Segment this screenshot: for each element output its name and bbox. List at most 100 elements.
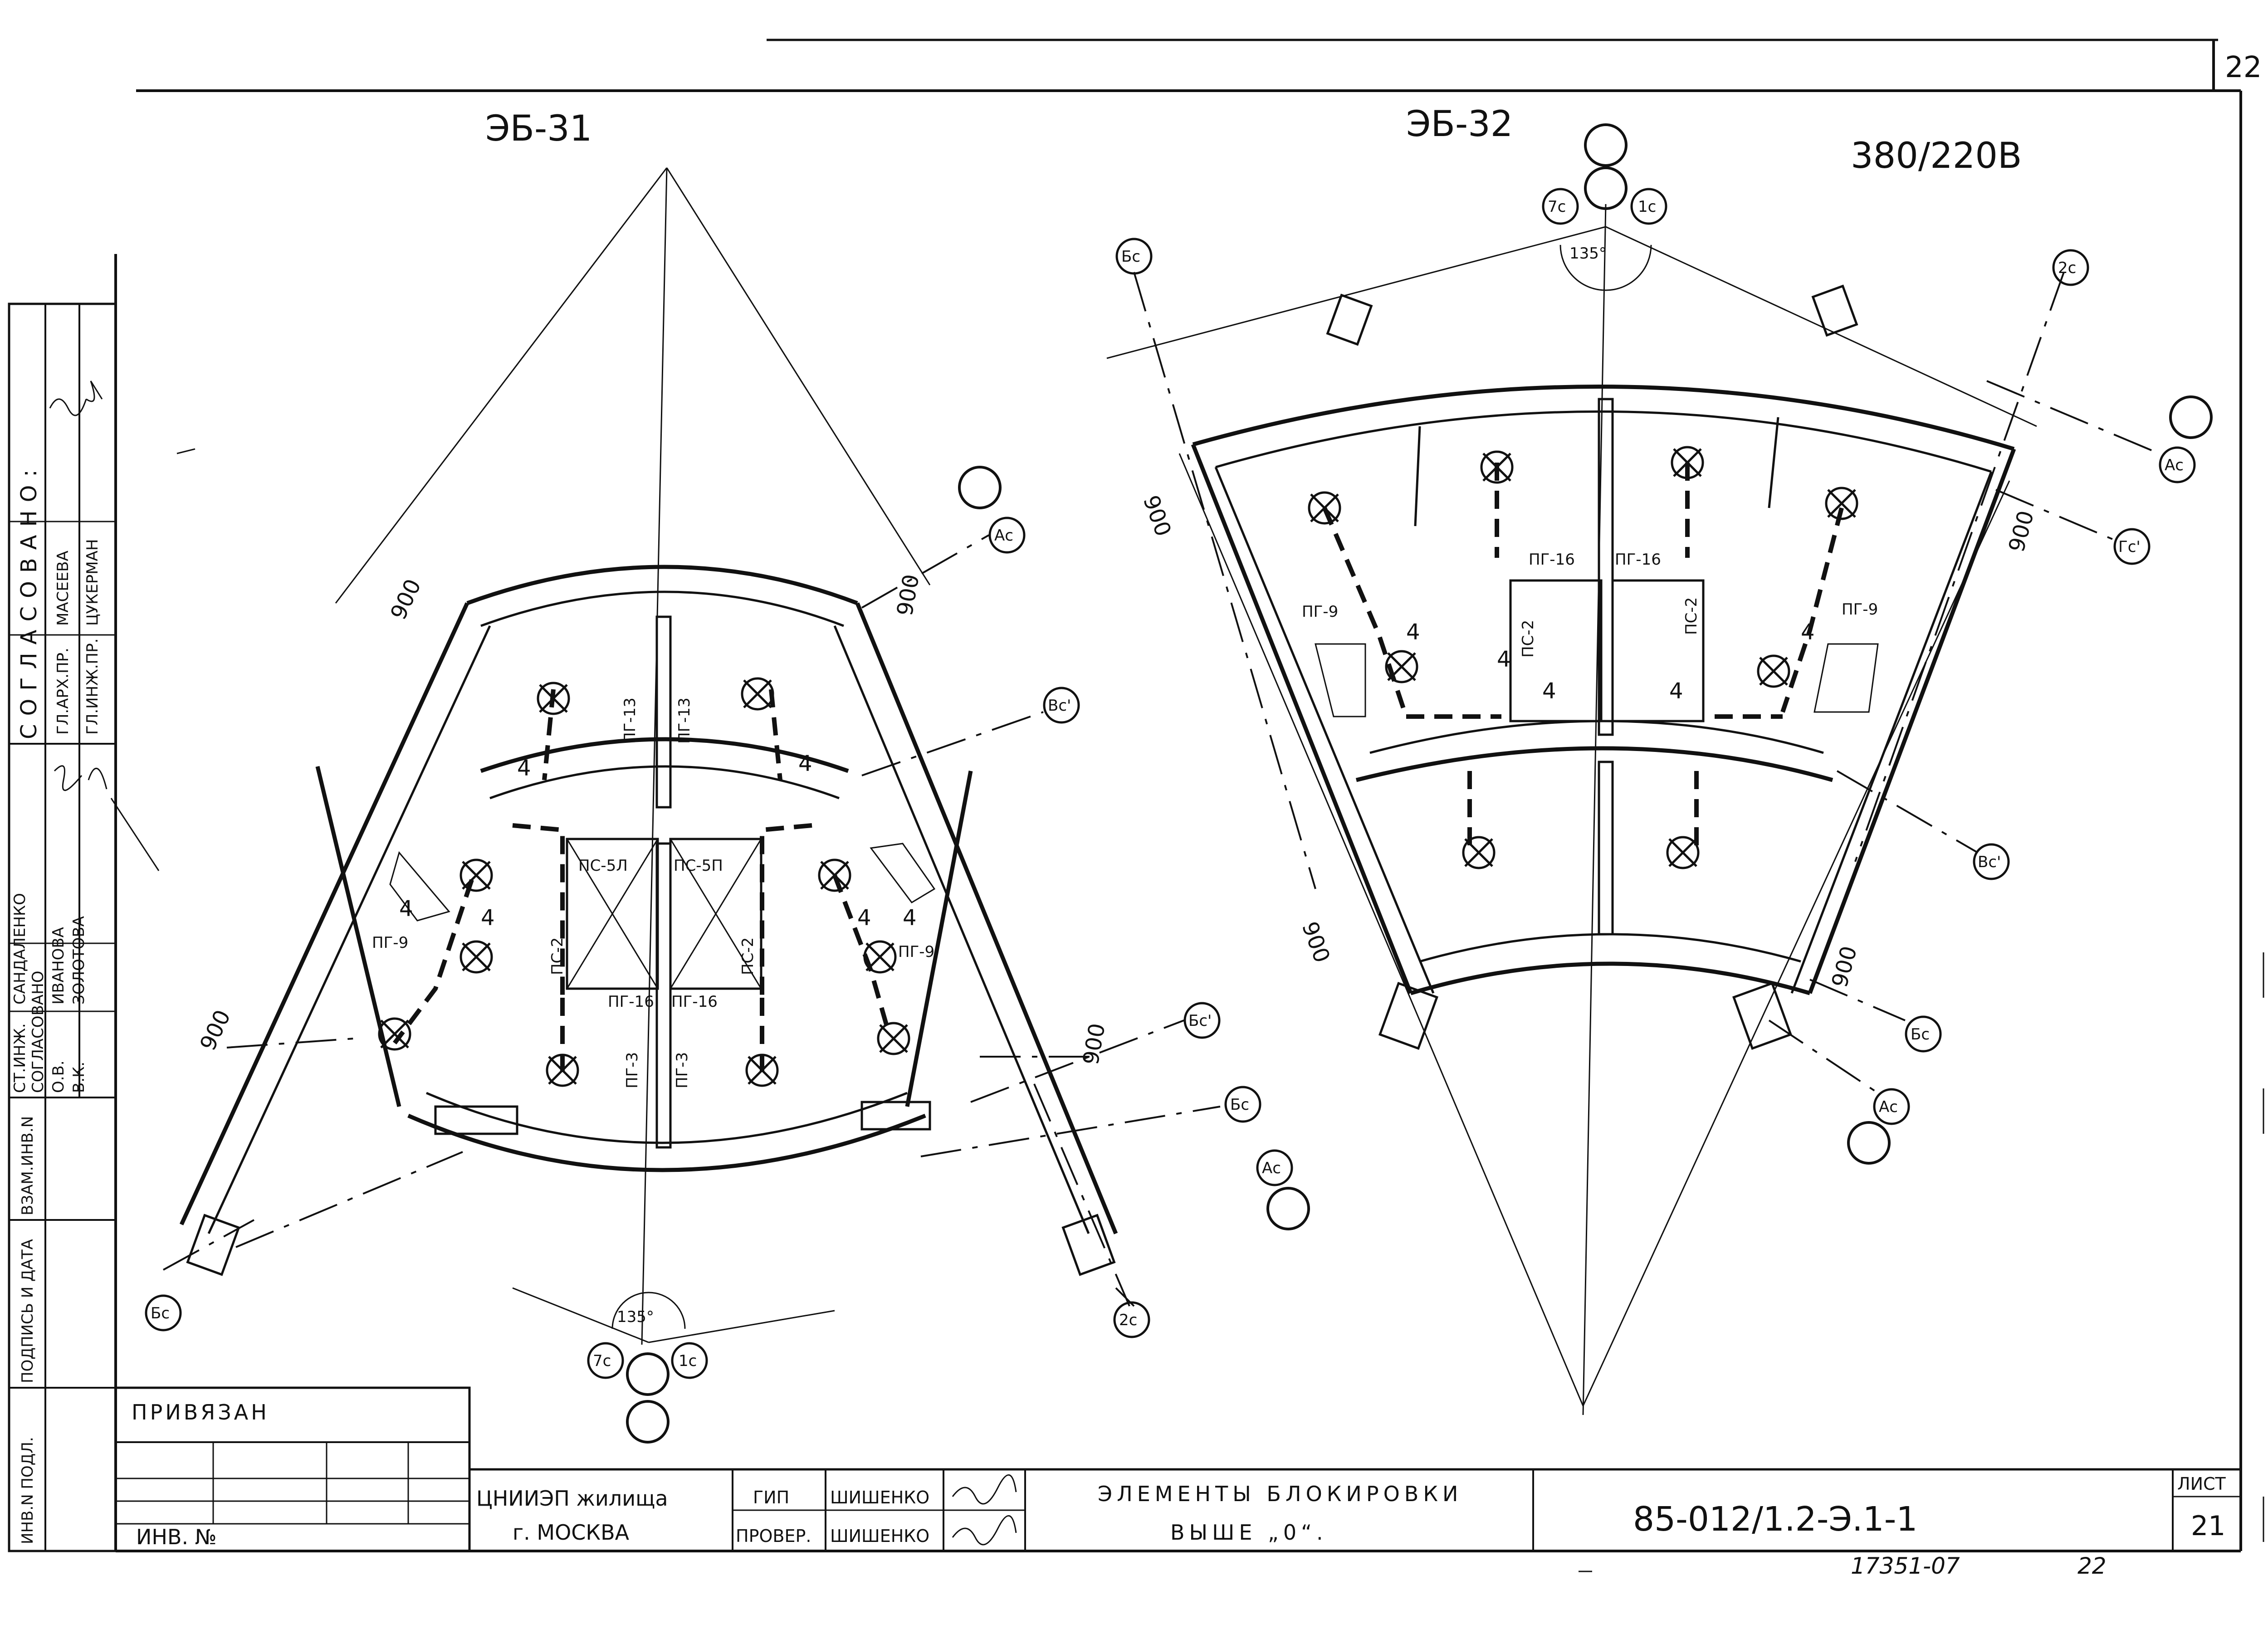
left-panel-5: ПГ-3 — [623, 1052, 641, 1088]
inventory-number-label: ИНВ. № — [136, 1525, 217, 1549]
stamp-role-2: СОГЛАСОВАНО — [29, 971, 47, 1093]
scan-marks — [176, 448, 2264, 1572]
right-angle-label: 135° — [1569, 244, 1607, 263]
left-axis-3: Бс' — [1188, 1012, 1212, 1030]
left-axis-7: 2с — [1119, 1311, 1137, 1329]
plan-right-axis-bubbles: Бс 2с Ас Гс' Вс' Бс Ас 7с 1с 135° — [1115, 123, 2213, 1165]
sheet-number: 21 — [2191, 1510, 2225, 1542]
left-panel-1: ПГ-13 — [621, 697, 639, 744]
right-number-4: 4 — [1669, 678, 1683, 704]
left-panel-4: ПС-2 — [739, 937, 757, 975]
right-panel-1: ПГ-16 — [1529, 551, 1575, 569]
plan-left-axes — [163, 534, 1221, 1307]
right-panel-6: ПГ-9 — [1842, 600, 1878, 619]
name-chief-engineer: ШИШЕНКО — [830, 1488, 929, 1507]
left-panel-10: ПГ-16 — [671, 993, 718, 1011]
right-axis-3: Ас — [2165, 456, 2184, 474]
agreed-name-2: ЦУКЕРМАН — [83, 539, 102, 626]
left-number-5: 4 — [399, 896, 413, 922]
right-axis-9: 1с — [1638, 198, 1656, 216]
left-dim-2: 900 — [892, 572, 924, 618]
plan-right — [1106, 204, 2037, 1415]
right-panel-4: ПС-2 — [1682, 597, 1701, 635]
approval-sidebar — [8, 302, 117, 1552]
right-axis-ring-2 — [1847, 1121, 1891, 1165]
left-axis-5: Ас — [1262, 1159, 1281, 1177]
left-number-4: 4 — [857, 905, 871, 931]
right-axis-8: 7с — [1548, 198, 1566, 216]
left-panel-11: ПС-5Л — [578, 857, 628, 875]
sheet-label: ЛИСТ — [2177, 1474, 2226, 1494]
plan-right-axes — [1133, 272, 2160, 1094]
plan-right-title: ЭБ-32 — [1406, 104, 1513, 145]
sidebar-signatures — [49, 380, 160, 871]
stamp-name-1: САНДАЛЕНКО — [11, 893, 29, 1005]
column-original-inv: ИНВ.N ПОДЛ. — [19, 1437, 37, 1544]
left-axis-9: 1с — [679, 1352, 697, 1370]
document-code: 85-012/1.2-Э.1-1 — [1633, 1500, 1917, 1539]
role-checked: ПРОВЕР. — [736, 1526, 811, 1546]
left-panel-8: ПГ-9 — [898, 943, 934, 961]
left-axis-8: 7с — [593, 1352, 611, 1370]
stamp-name-4: ЗОЛОТОВА — [70, 916, 88, 1005]
right-axis-6: Бс — [1911, 1025, 1930, 1044]
sheet-frame — [114, 39, 2242, 1552]
left-panel-2: ПГ-13 — [675, 697, 694, 744]
right-axis-5: Вс' — [1978, 853, 2001, 871]
left-number-2: 4 — [798, 751, 812, 776]
agreed-role-2: ГЛ.ИНЖ.ПР. — [83, 639, 102, 735]
agreed-role-1: ГЛ.АРХ.ПР. — [54, 648, 72, 735]
right-axis-ring-3 — [1584, 123, 1628, 167]
right-number-3: 4 — [1542, 678, 1556, 704]
stamp-role-4: В.К. — [70, 1062, 88, 1093]
plan-left — [179, 167, 1118, 1345]
left-dim-4: 900 — [1078, 1021, 1110, 1067]
drawing-title-line-2: ВЫШЕ „0“. — [1170, 1520, 1328, 1545]
left-axis-ring-1 — [958, 466, 1002, 509]
left-panel-9: ПГ-16 — [608, 993, 654, 1011]
right-dim-4: 900 — [1827, 943, 1862, 990]
left-panel-3: ПС-2 — [548, 937, 567, 975]
left-number-6: 4 — [903, 905, 917, 931]
left-dim-1: 900 — [386, 575, 426, 624]
right-number-2: 4 — [1801, 619, 1815, 645]
right-axis-2: 2с — [2058, 259, 2076, 277]
right-axis-7: Ас — [1879, 1098, 1898, 1116]
right-axis-ring-1 — [2169, 395, 2213, 439]
stamp-role-3: О.В. — [49, 1060, 68, 1093]
left-angle-label: 135° — [617, 1308, 654, 1326]
left-number-3: 4 — [481, 905, 495, 931]
left-axis-ring-2 — [1266, 1187, 1310, 1230]
voltage-label: 380/220В — [1851, 136, 2022, 176]
right-axis-ring-4 — [1584, 166, 1628, 210]
organization-city: г. МОСКВА — [513, 1520, 630, 1545]
stamp-role-1: СТ.ИНЖ. — [11, 1023, 29, 1093]
left-axis-ring-3 — [626, 1352, 670, 1396]
right-axis-4: Гс' — [2118, 538, 2141, 556]
privyazan-label: ПРИВЯЗАН — [132, 1400, 269, 1424]
archive-page: 22 — [2077, 1553, 2107, 1579]
name-checked: ШИШЕНКО — [830, 1526, 929, 1546]
title-block-signatures — [952, 1474, 1017, 1546]
plan-left-lamps — [378, 677, 910, 1087]
left-axis-ring-4 — [626, 1400, 670, 1444]
left-panel-12: ПС-5П — [674, 857, 723, 875]
agreed-name-1: МАСЕЕВА — [54, 551, 72, 626]
plan-left-title: ЭБ-31 — [485, 108, 592, 149]
right-panel-2: ПГ-16 — [1615, 551, 1661, 569]
drawing-title-line-1: ЭЛЕМЕНТЫ БЛОКИРОВКИ — [1098, 1482, 1462, 1506]
right-axis-1: Бс — [1121, 248, 1140, 266]
right-panel-5: ПГ-9 — [1302, 603, 1338, 621]
left-axis-4: Бс — [1230, 1096, 1249, 1114]
right-number-5: 4 — [1497, 647, 1511, 672]
right-dim-1: 900 — [1138, 492, 1176, 540]
archive-number: 17351-07 — [1851, 1553, 1960, 1579]
column-replacement-inv: ВЗАМ.ИНВ.N — [19, 1116, 37, 1215]
role-chief-engineer: ГИП — [753, 1488, 789, 1507]
left-panel-6: ПГ-3 — [673, 1052, 691, 1088]
plan-right-lamps — [1308, 446, 1858, 869]
stamp-name-3: ИВАНОВА — [49, 927, 68, 1005]
right-number-1: 4 — [1406, 619, 1420, 645]
agreed-title: СОГЛАСОВАНО: — [16, 461, 42, 739]
